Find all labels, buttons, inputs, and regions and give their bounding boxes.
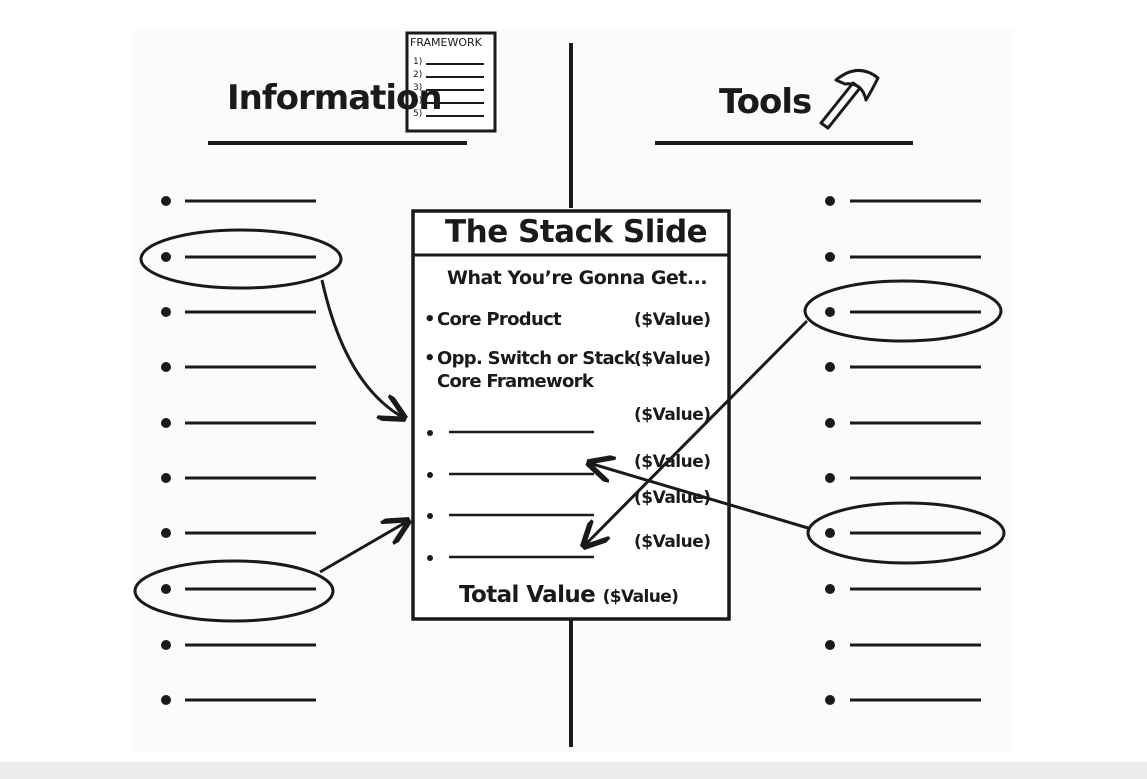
left-item-9 [161, 640, 316, 650]
slide-item-value: ($Value) [634, 310, 711, 330]
tools-heading: Tools [719, 82, 812, 122]
left-bullet-dot [161, 640, 171, 650]
framework-number: 3) [413, 83, 423, 93]
framework-number: 5) [413, 109, 423, 119]
left-bullet-dot [161, 584, 171, 594]
right-item-3 [825, 307, 981, 317]
left-item-6 [161, 473, 316, 483]
framework-icon-title: FRAMEWORK [410, 36, 482, 49]
right-bullet-dot [825, 362, 835, 372]
left-bullet-dot [161, 307, 171, 317]
right-bullet-dot [825, 640, 835, 650]
left-bullet-dot [161, 695, 171, 705]
right-item-7 [825, 528, 981, 538]
left-item-8 [161, 584, 316, 594]
left-circle-item-2 [139, 228, 343, 290]
slide-total: Total Value ($Value) [459, 582, 679, 608]
right-item-8 [825, 584, 981, 594]
left-bullet-dot [161, 362, 171, 372]
right-bullet-dot [825, 695, 835, 705]
right-bullet-dot [825, 584, 835, 594]
arrow-left-bottom [319, 521, 408, 574]
left-bullet-list [161, 196, 316, 705]
right-circle-item-3 [803, 279, 1003, 343]
left-item-5 [161, 418, 316, 428]
left-bullet-dot [161, 473, 171, 483]
slide-blank-lines [449, 430, 594, 559]
slide-item-value: ($Value) [634, 452, 711, 472]
left-bullet-dot [161, 418, 171, 428]
slide-subtitle: What You’re Gonna Get... [447, 267, 708, 289]
total-value: ($Value) [602, 587, 679, 607]
slide-item-value: ($Value) [634, 405, 711, 425]
slide-item-value: ($Value) [634, 349, 711, 369]
left-item-1 [161, 196, 316, 206]
left-item-7 [161, 528, 316, 538]
framework-number: 1) [413, 57, 423, 67]
right-item-5 [825, 418, 981, 428]
right-item-4 [825, 362, 981, 372]
left-bullet-dot [161, 528, 171, 538]
slide-item-label: Opp. Switch or Stack [437, 348, 636, 369]
left-item-10 [161, 695, 316, 705]
right-bullet-dot [825, 252, 835, 262]
right-item-10 [825, 695, 981, 705]
right-item-1 [825, 196, 981, 206]
left-item-4 [161, 362, 316, 372]
arrow-right-bottom [589, 463, 809, 530]
framework-document-icon [405, 31, 497, 133]
pickaxe-icon [819, 69, 880, 130]
slide-blank-bullets [427, 430, 433, 561]
right-bullet-dot [825, 528, 835, 538]
slide-item-value: ($Value) [634, 488, 711, 508]
left-bullet-dot [161, 252, 171, 262]
left-circle-item-8 [133, 559, 335, 623]
stack-slide-frame [411, 209, 731, 621]
right-bullet-dot [825, 196, 835, 206]
right-circle-item-7 [806, 501, 1006, 565]
right-item-6 [825, 473, 981, 483]
arrow-right-top [584, 319, 809, 546]
right-item-2 [825, 252, 981, 262]
information-heading: Information [227, 78, 443, 118]
right-bullet-list [825, 196, 981, 705]
left-item-2 [161, 252, 316, 262]
framework-number: 2) [413, 70, 423, 80]
bottom-band [0, 762, 1147, 779]
right-item-9 [825, 640, 981, 650]
slide-item-label-line2: Core Framework [437, 371, 594, 392]
slide-title: The Stack Slide [445, 214, 708, 250]
right-bullet-dot [825, 473, 835, 483]
framework-number: 4) [413, 96, 423, 106]
slide-item-bullet: • [424, 348, 436, 369]
right-bullet-dot [825, 307, 835, 317]
slide-item-label: Core Product [437, 309, 562, 330]
slide-item-value: ($Value) [634, 532, 711, 552]
total-label: Total Value [459, 582, 596, 608]
left-item-3 [161, 307, 316, 317]
arrow-left-top [320, 279, 404, 418]
left-bullet-dot [161, 196, 171, 206]
right-bullet-dot [825, 418, 835, 428]
slide-item-bullet: • [424, 309, 436, 330]
